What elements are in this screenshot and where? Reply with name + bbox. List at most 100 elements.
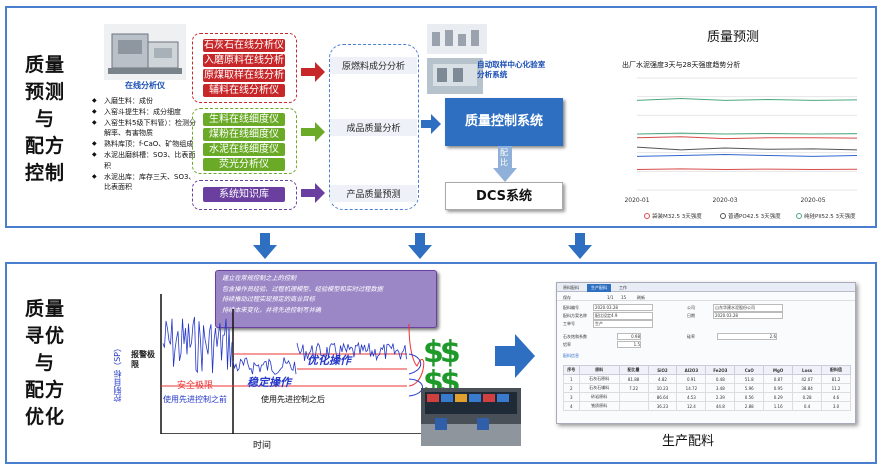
table-cell: 42.07 — [792, 374, 823, 384]
analyzer-list: 入磨生料：成份 入窑斗提生料：成分细度 入窑生料5级下料管）：检测分解率、有害物… — [92, 96, 202, 193]
tab-production[interactable]: 生产配料 — [587, 284, 611, 292]
table-cell: 4.6 — [821, 392, 851, 402]
red-item: 石灰石在线分析仪 — [203, 39, 285, 52]
down-arrows — [253, 233, 592, 259]
table-header: 原料 — [578, 365, 620, 375]
ratio-sheet: 原料配料 生产配料 工作 保存 1/1 15 刷新 配料编号 2020.03.2… — [556, 282, 856, 424]
table-cell: 44.8 — [705, 401, 736, 411]
table-cell: 0.56 — [734, 392, 765, 402]
table-cell: 3.48 — [705, 383, 736, 393]
red-item: 入磨原料在线分析仪 — [203, 54, 285, 79]
table-cell: 石灰石辅料 — [578, 383, 620, 393]
field-value[interactable]: 山东华建水泥股份公司 — [713, 304, 783, 312]
table-cell: 0.87 — [763, 374, 794, 384]
table-cell: 0.48 — [705, 374, 736, 384]
table-cell: 0.91 — [676, 374, 707, 384]
field-value[interactable]: 生产 — [593, 320, 653, 328]
field-value[interactable]: 2020.03.28 — [713, 312, 783, 319]
bottom-side-title: 质量 寻优 与 配方 优化 — [25, 296, 65, 431]
save-button[interactable]: 保存 — [563, 295, 571, 300]
title-char: 配方 — [25, 379, 66, 401]
purple-item: 系统知识库 — [203, 187, 285, 202]
dcs-box: DCS系统 — [445, 182, 563, 210]
table-cell: 14.72 — [676, 383, 707, 393]
control-chart — [160, 294, 427, 434]
page-indicator: 1/1 — [607, 295, 614, 300]
analyzer-label: 在线分析仪 — [125, 81, 165, 90]
field-label: 公司 — [687, 305, 695, 310]
field-value[interactable]: 配比设定4.9 — [593, 312, 653, 320]
title-char: 质量 — [25, 298, 66, 320]
table-cell: 0.28 — [792, 392, 823, 402]
series-line — [636, 146, 858, 151]
field-label: 配料方案名称 — [563, 313, 587, 318]
green-item: 生料在线细度仪 — [203, 113, 285, 126]
table-cell: 1 — [563, 374, 580, 384]
table-cell: 铁质原料 — [578, 401, 620, 411]
note-line: 持续推动过程实现预定的商业目标 — [222, 296, 315, 303]
x-tick-label: 2020-05 — [800, 197, 825, 204]
table-cell: 4 — [563, 401, 580, 411]
arrow-to-qcs — [421, 114, 441, 134]
table-header: Fe2O3 — [705, 365, 736, 375]
bottom-panel: 质量 寻优 与 配方 优化 建立在常规控制之上的控制 包含操作员经验、过程机理模… — [5, 262, 877, 464]
table-cell — [618, 392, 649, 402]
alarm-label: 报警极限 — [131, 350, 155, 369]
series-line — [636, 154, 858, 157]
red-item: 原煤取样在线分析仪 — [203, 69, 285, 94]
title-char: 质量 — [25, 54, 66, 76]
table-cell: 0.4 — [792, 401, 823, 411]
table-header: CaO — [734, 365, 765, 375]
ratio-arrow — [493, 146, 517, 182]
page-size[interactable]: 15 — [621, 295, 627, 300]
table-cell: 7.22 — [618, 383, 649, 393]
list-item: 水泥出库：库存三天、SO3、比表面积 — [92, 172, 202, 194]
title-char: 与 — [34, 108, 55, 130]
tab-work[interactable]: 工作 — [619, 285, 627, 290]
table-header: Loss — [792, 365, 823, 375]
param-label: 石灰饱和系数 — [563, 334, 587, 339]
list-item: 入窑生料5级下料管）：检测分解率、有害物质 — [92, 118, 202, 140]
note-line: 持续本来变化，并将先进控制写并确 — [222, 306, 321, 314]
sub-title: 配料信息 — [563, 353, 579, 358]
safety-label: 安全极限 — [177, 381, 214, 391]
column-item: 产品质量预测 — [330, 185, 417, 202]
table-header: MgO — [763, 365, 794, 375]
chart-title: 出厂水泥强度3天与28天强度趋势分析 — [622, 61, 741, 69]
table-cell: 12.4 — [676, 401, 707, 411]
list-item: 水泥出磨斜槽：SO3、比表面积 — [92, 150, 202, 172]
notes-box: 建立在常规控制之上的控制 包含操作员经验、过程机理模型、经验模型和实时过程数据 … — [215, 270, 437, 328]
tab-raw[interactable]: 原料配料 — [563, 285, 579, 290]
table-cell: 3.0 — [821, 401, 851, 411]
x-tick-label: 2020-03 — [712, 197, 737, 204]
refresh-button[interactable]: 刷新 — [637, 295, 645, 300]
field-label: 日期 — [687, 313, 695, 318]
legend-label: 袋装M32.5 3天强度 — [652, 212, 702, 220]
param-value[interactable]: 2.6 — [717, 333, 777, 340]
purple-group: 系统知识库 — [192, 180, 297, 210]
red-item: 辅料在线分析仪 — [203, 84, 285, 97]
analyzer-photo — [104, 24, 186, 80]
prediction-title: 质量预测 — [707, 30, 760, 45]
table-header: 配料值 — [821, 365, 851, 375]
control-room-photo — [421, 388, 521, 446]
table-cell: 2.88 — [734, 401, 765, 411]
green-group: 生料在线细度仪 煤粉在线细度仪 水泥在线细度仪 荧光分析仪 — [192, 108, 297, 174]
legend-label: 纯硅PII52.5 3天强度 — [804, 212, 856, 220]
param-value[interactable]: 0.98 — [617, 333, 641, 340]
robot-photo — [427, 24, 487, 94]
param-value[interactable]: 1.5 — [617, 341, 641, 348]
table-cell — [618, 401, 649, 411]
field-value[interactable]: 2020.03.28 — [593, 304, 653, 311]
series-line — [636, 136, 858, 140]
param-label: 硅率 — [687, 334, 695, 339]
green-item: 荧光分析仪 — [203, 158, 285, 171]
table-cell: 4.82 — [647, 374, 678, 384]
sheet-title: 生产配料 — [662, 434, 715, 449]
field-label: 配料编号 — [563, 305, 579, 310]
list-item: 熟料库顶：f-CaO、矿物组成 — [92, 139, 202, 150]
